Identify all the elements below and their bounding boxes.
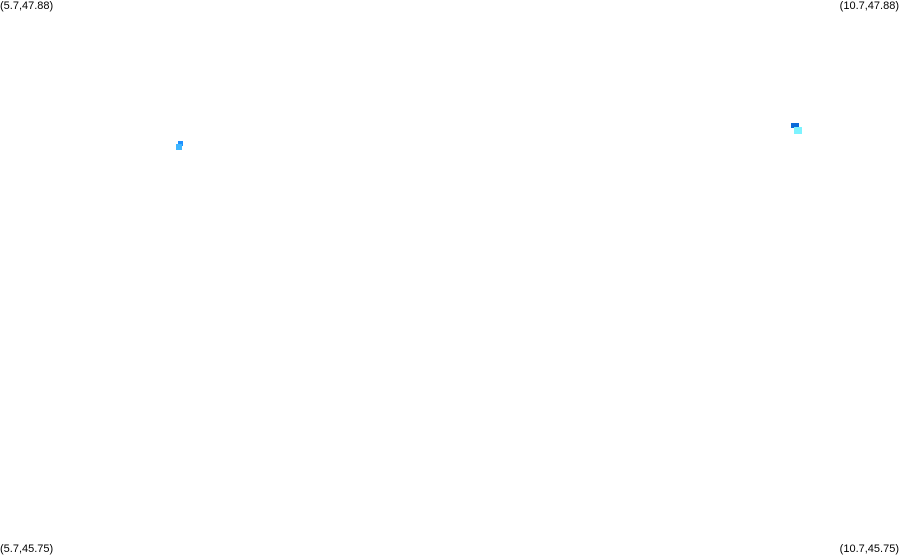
corner-label-bottom-right: (10.7,45.75) — [839, 543, 899, 555]
point-east-marker — [791, 123, 802, 134]
point-west-marker — [176, 141, 186, 151]
corner-label-bottom-left: (5.7,45.75) — [0, 543, 54, 555]
corner-label-top-left: (5.7,47.88) — [0, 0, 54, 12]
corner-label-top-right: (10.7,47.88) — [839, 0, 899, 12]
